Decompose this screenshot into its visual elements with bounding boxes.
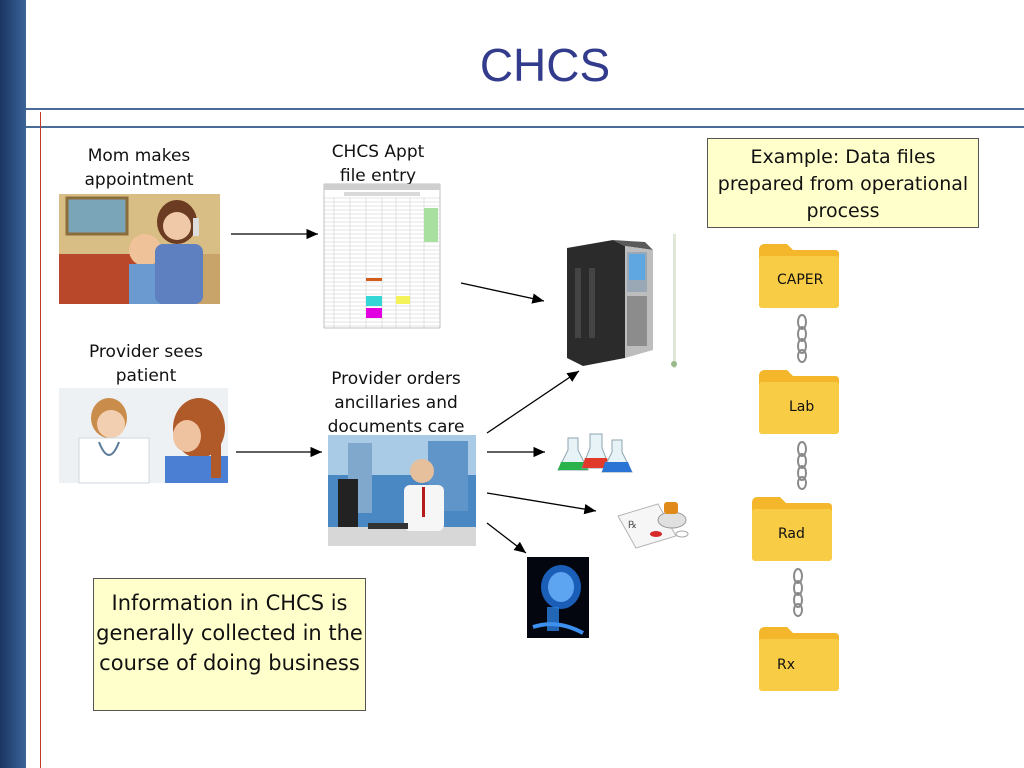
slide-title: CHCS [479,39,611,91]
svg-text:℞: ℞ [628,520,637,531]
prescription-pills-image: ℞ [617,502,689,549]
header-divider-top [26,108,1024,110]
folder-icon [759,627,839,691]
chain-link-icon [797,314,807,363]
chain-link-icon [797,441,807,490]
provider-computer-photo [328,435,476,546]
folder-label-caper: CAPER [777,272,824,288]
server-computer-image [567,234,677,368]
xray-skull-image [527,557,589,638]
arrow-provider-to-xray [486,522,527,554]
folder-lab: Lab [757,368,841,436]
label-chcs-appt-file-entry: CHCS Appt file entry [331,142,425,186]
info-callout-text: Information in CHCS is generally collect… [96,591,363,675]
folder-icon [759,244,839,308]
folder-label-rad: Rad [778,526,805,542]
folder-rx: Rx [757,625,841,693]
folder-rad: Rad [750,495,834,563]
info-callout-box: Information in CHCS is generally collect… [93,578,366,711]
folder-icon [759,370,839,434]
header-divider-bottom [26,126,1024,128]
folder-label-lab: Lab [789,399,815,415]
example-callout-text: Example: Data files prepared from operat… [717,146,969,222]
label-provider-orders: Provider orders ancillaries and document… [327,369,465,437]
lab-flasks-image [557,433,633,473]
arrow-provider-to-rx [486,492,597,515]
left-sidebar-bar [0,0,26,768]
margin-red-line [40,112,41,768]
arrow-appt-to-server [460,282,545,304]
label-mom-makes-appointment: Mom makes appointment [84,146,194,190]
mom-child-photo [59,194,220,304]
arrow-provider-to-server [486,370,580,434]
chain-link-icon [793,568,803,617]
folder-caper: CAPER [757,242,841,310]
provider-patient-photo [59,388,228,484]
label-provider-sees-patient: Provider sees patient [88,342,204,386]
folder-label-rx: Rx [777,657,796,673]
appointment-spreadsheet-image [323,183,441,329]
folder-icon [752,497,832,561]
example-callout-box: Example: Data files prepared from operat… [707,138,979,228]
